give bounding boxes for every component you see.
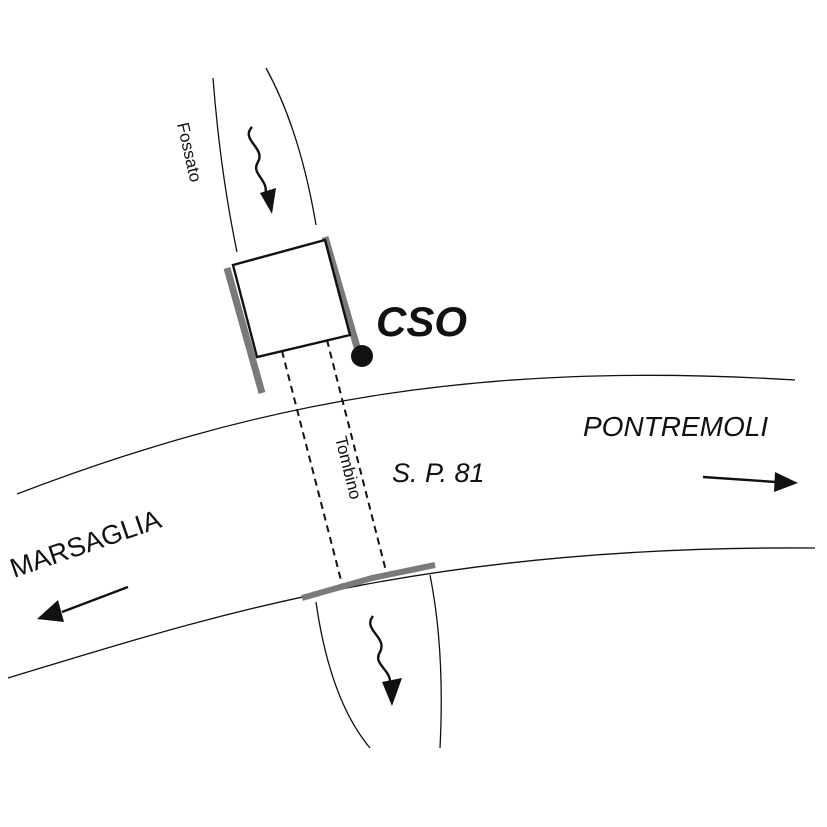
culvert-right-wall — [326, 339, 388, 576]
filled-circle-icon — [351, 345, 373, 367]
straight-arrow-icon — [702, 472, 798, 492]
ditch-upper-left-bank — [212, 77, 238, 253]
ditch-lower — [315, 574, 442, 749]
label-pontremoli: PONTREMOLI — [583, 411, 768, 442]
label-road-sp81: S. P. 81 — [392, 458, 485, 488]
label-cso: CSO — [376, 298, 467, 345]
ditch-lower-left-bank — [315, 601, 371, 749]
culvert — [281, 339, 388, 589]
road-top-edge — [16, 374, 796, 495]
ditch-upper — [212, 67, 317, 253]
ditch-lower-right-bank — [429, 574, 442, 749]
ditch-upper-right-bank — [265, 67, 317, 226]
straight-arrow-icon — [37, 585, 129, 622]
wavy-down-arrow-icon — [369, 615, 402, 706]
cso-chamber — [223, 236, 361, 394]
label-fossato: Fossato — [173, 121, 205, 184]
label-marsaglia: MARSAGLIA — [6, 504, 165, 584]
chamber-box — [231, 238, 352, 359]
chamber-right-wall — [321, 236, 361, 348]
culvert-left-wall — [281, 350, 344, 589]
chamber-left-wall — [223, 267, 266, 394]
wavy-down-arrow-icon — [247, 126, 276, 214]
culvert-outlet-headwall — [301, 562, 436, 601]
